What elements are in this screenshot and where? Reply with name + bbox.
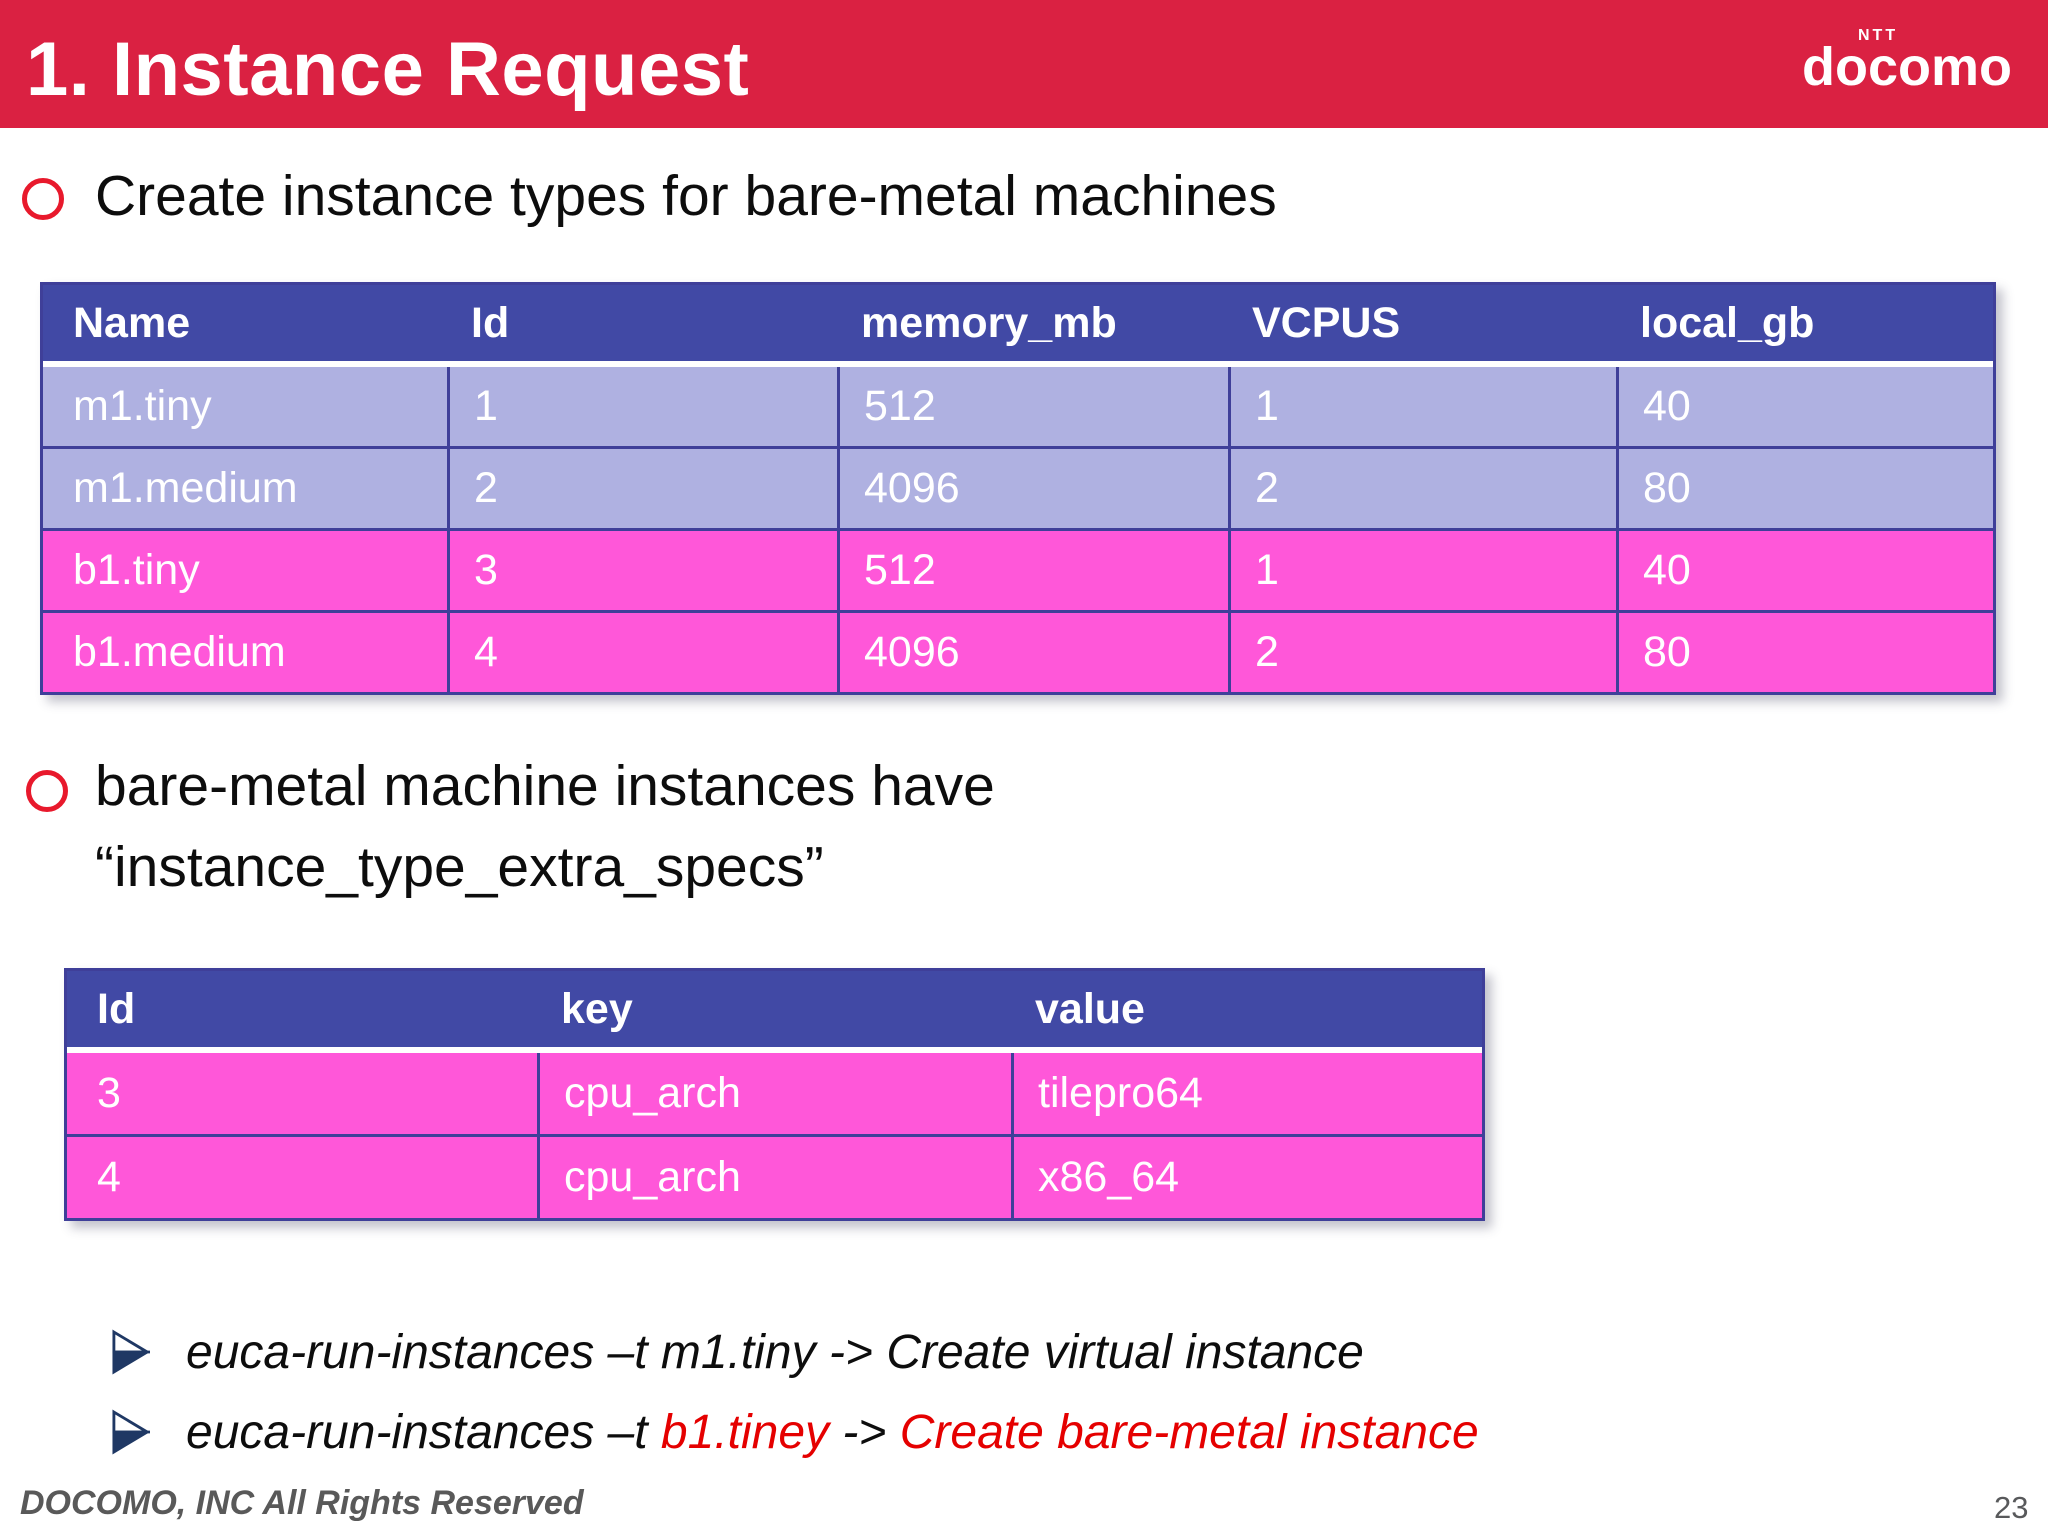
- table-header-row: Id key value: [67, 971, 1482, 1053]
- command-segment-highlight: Create bare-metal instance: [899, 1405, 1479, 1459]
- table-cell: 1: [1228, 528, 1616, 610]
- table-cell: 80: [1616, 446, 1993, 528]
- table-header-row: Name Id memory_mb VCPUS local_gb: [43, 285, 1993, 367]
- docomo-logo-text: docomo: [1802, 37, 2012, 97]
- table-cell: b1.medium: [43, 610, 447, 692]
- table-cell: 1: [447, 367, 837, 446]
- circle-bullet-icon: [22, 178, 64, 220]
- table-cell: 4096: [837, 610, 1228, 692]
- column-header: local_gb: [1616, 285, 1993, 367]
- arrow-bullet-icon: [112, 1329, 150, 1375]
- table-cell: 1: [1228, 367, 1616, 446]
- docomo-logo: NTT docomo: [1802, 28, 2012, 97]
- command-list: euca-run-instances –t m1.tiny -> Create …: [112, 1312, 1479, 1472]
- table-cell: tilepro64: [1011, 1053, 1482, 1134]
- table-cell: 40: [1616, 367, 1993, 446]
- table-cell: 2: [1228, 446, 1616, 528]
- copyright-text: DOCOMO, INC All Rights Reserved: [20, 1484, 584, 1522]
- column-header: key: [537, 971, 1011, 1053]
- page-title: 1. Instance Request: [26, 27, 750, 112]
- title-bar: 1. Instance Request NTT docomo: [0, 0, 2048, 128]
- table-row: 4 cpu_arch x86_64: [67, 1134, 1482, 1218]
- table-cell: 80: [1616, 610, 1993, 692]
- table-cell: b1.tiny: [43, 528, 447, 610]
- table-cell: m1.medium: [43, 446, 447, 528]
- command-segment-highlight: b1.tiney: [660, 1405, 830, 1459]
- table-cell: 2: [1228, 610, 1616, 692]
- table-cell: x86_64: [1011, 1134, 1482, 1218]
- extra-specs-table: Id key value 3 cpu_arch tilepro64 4 cpu_…: [64, 968, 1485, 1221]
- table-cell: 512: [837, 528, 1228, 610]
- column-header: memory_mb: [837, 285, 1228, 367]
- column-header: Id: [67, 971, 537, 1053]
- table-row: m1.tiny 1 512 1 40: [43, 367, 1993, 446]
- table-row: 3 cpu_arch tilepro64: [67, 1053, 1482, 1134]
- column-header: Id: [447, 285, 837, 367]
- command-text: euca-run-instances –t b1.tiney -> Create…: [186, 1405, 1479, 1460]
- bullet-text: bare-metal machine instances have “instan…: [95, 746, 995, 908]
- table-cell: m1.tiny: [43, 367, 447, 446]
- bullet-line-1: bare-metal machine instances have: [95, 754, 995, 818]
- bullet-line-2: “instance_type_extra_specs”: [95, 835, 824, 899]
- column-header: value: [1011, 971, 1482, 1053]
- table-row: b1.medium 4 4096 2 80: [43, 610, 1993, 692]
- column-header: Name: [43, 285, 447, 367]
- command-line-bare-metal: euca-run-instances –t b1.tiney -> Create…: [112, 1392, 1479, 1472]
- page-number: 23: [1994, 1490, 2029, 1525]
- command-text: euca-run-instances –t m1.tiny -> Create …: [186, 1325, 1364, 1380]
- table-cell: 4096: [837, 446, 1228, 528]
- table-cell: 512: [837, 367, 1228, 446]
- ntt-logo-text: NTT: [1858, 27, 1899, 44]
- command-segment: ->: [829, 1405, 900, 1459]
- table-cell: 3: [447, 528, 837, 610]
- table-cell: 40: [1616, 528, 1993, 610]
- command-segment: euca-run-instances –t m1.tiny -> Create …: [186, 1325, 1364, 1379]
- command-segment: euca-run-instances –t: [186, 1405, 661, 1459]
- table-row: b1.tiny 3 512 1 40: [43, 528, 1993, 610]
- table-cell: 4: [67, 1134, 537, 1218]
- bullet-text: Create instance types for bare-metal mac…: [95, 164, 1277, 228]
- table-cell: cpu_arch: [537, 1053, 1011, 1134]
- table-row: m1.medium 2 4096 2 80: [43, 446, 1993, 528]
- column-header: VCPUS: [1228, 285, 1616, 367]
- table-cell: cpu_arch: [537, 1134, 1011, 1218]
- instance-types-table: Name Id memory_mb VCPUS local_gb m1.tiny…: [40, 282, 1996, 695]
- table-cell: 2: [447, 446, 837, 528]
- table-cell: 3: [67, 1053, 537, 1134]
- circle-bullet-icon: [26, 770, 68, 812]
- table-cell: 4: [447, 610, 837, 692]
- arrow-bullet-icon: [112, 1409, 150, 1455]
- command-line-virtual: euca-run-instances –t m1.tiny -> Create …: [112, 1312, 1479, 1392]
